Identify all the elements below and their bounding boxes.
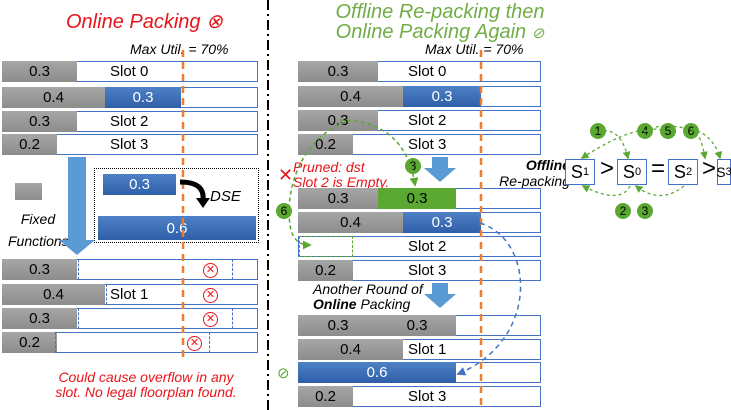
fixed-function-block: 0.4	[2, 284, 105, 305]
left-title: Online Packing ⊗	[66, 11, 223, 33]
greater-than: >	[600, 155, 615, 182]
slot-label: Slot 1	[110, 286, 149, 303]
fixed-function-block: 0.3	[298, 315, 378, 336]
fixed-function-legend-swatch	[15, 183, 42, 200]
slot-label: Slot 3	[110, 136, 149, 153]
fixed-function-block: 0.3	[2, 61, 77, 82]
right-title: Offline Re-packing then Online Packing A…	[335, 1, 545, 43]
dse-label: DSE	[210, 188, 241, 205]
fail-icon: ⊗	[206, 11, 223, 33]
fixed-function-block: 0.2	[298, 386, 353, 407]
offline-repacking-label: Offline Re-packing	[499, 157, 570, 189]
function-block: 0.3	[403, 212, 481, 233]
fixed-function-block: 0.3	[298, 61, 378, 82]
fixed-function-block: 0.4	[298, 212, 403, 233]
function-block: 0.6	[298, 362, 456, 383]
slot-label: Slot 3	[408, 262, 447, 279]
dse-output-block: 0.6	[98, 216, 256, 240]
overflow-icon: ✕	[203, 312, 218, 327]
step-badge: 6	[683, 123, 699, 139]
success-icon: ⊘	[277, 365, 290, 382]
function-block: 0.3	[105, 87, 181, 108]
fixed-function-block: 0.3	[2, 259, 77, 280]
overflow-icon: ✕	[203, 263, 218, 278]
dse-arrow	[179, 179, 206, 201]
step-badge: 6	[276, 203, 292, 219]
move-arrow	[288, 121, 346, 250]
slot-label: Slot 0	[408, 63, 447, 80]
dse-arrowhead	[196, 198, 210, 208]
overflow-candidate	[55, 332, 210, 353]
overflow-candidate	[78, 308, 233, 329]
down-arrow	[59, 157, 95, 255]
fixed-function-block: 0.2	[2, 134, 57, 155]
fixed-function-block: 0.3	[2, 308, 77, 329]
down-arrow	[424, 157, 456, 182]
fixed-function-block: 0.4	[298, 86, 403, 107]
step-badge: 2	[615, 203, 631, 219]
move-arrow	[339, 119, 419, 187]
slot-label: Slot 0	[110, 63, 149, 80]
equal-sign: =	[651, 155, 666, 182]
pruned-note: Pruned: dst Slot 2 is Empty.	[293, 159, 390, 190]
slot-row	[298, 236, 541, 257]
step-badge: 4	[637, 123, 653, 139]
down-arrow	[424, 283, 456, 308]
pruned-icon: ✕	[278, 165, 294, 185]
fixed-function-block: 0.3	[298, 188, 378, 209]
fixed-function-block: 0.2	[2, 332, 57, 353]
pack-arrow	[456, 222, 522, 376]
fixed-function-block: 0.3	[2, 111, 77, 132]
fixed-function-block: 0.4	[2, 87, 105, 108]
fixed-function-block: 0.3	[378, 315, 456, 336]
fixed-function-block: 0.4	[298, 339, 403, 360]
overflow-candidate	[78, 259, 233, 280]
slot-label: Slot 3	[408, 388, 447, 405]
vacated-slot	[299, 236, 353, 257]
left-max-util: Max Util. = 70%	[130, 41, 229, 57]
right-max-util: Max Util. = 70%	[425, 41, 524, 57]
greater-than: >	[702, 155, 717, 182]
slot-label: Slot 1	[408, 341, 447, 358]
step-badge: 3	[637, 203, 653, 219]
dse-input-block: 0.3	[103, 174, 176, 195]
fixed-function-block: 0.2	[298, 134, 353, 155]
fixed-function-block: 0.2	[298, 260, 353, 281]
slot-label: Slot 2	[408, 112, 447, 129]
overflow-icon: ✕	[203, 288, 218, 303]
check-icon: ⊘	[531, 25, 545, 42]
dse-box	[94, 168, 259, 243]
function-block: 0.3	[403, 86, 481, 107]
step-badge: 1	[590, 123, 606, 139]
slot-label: Slot 3	[408, 136, 447, 153]
slot-label: Slot 2	[110, 113, 149, 130]
fixed-function-block: 0.3	[298, 110, 378, 131]
moved-function-block: 0.3	[378, 188, 456, 209]
another-round-label: Another Round of Online Packing	[313, 281, 423, 312]
step-badge: 5	[660, 123, 676, 139]
left-caption: Could cause overflow in any slot. No leg…	[55, 369, 237, 400]
overflow-icon: ✕	[187, 336, 202, 351]
slot-label: Slot 2	[408, 238, 447, 255]
